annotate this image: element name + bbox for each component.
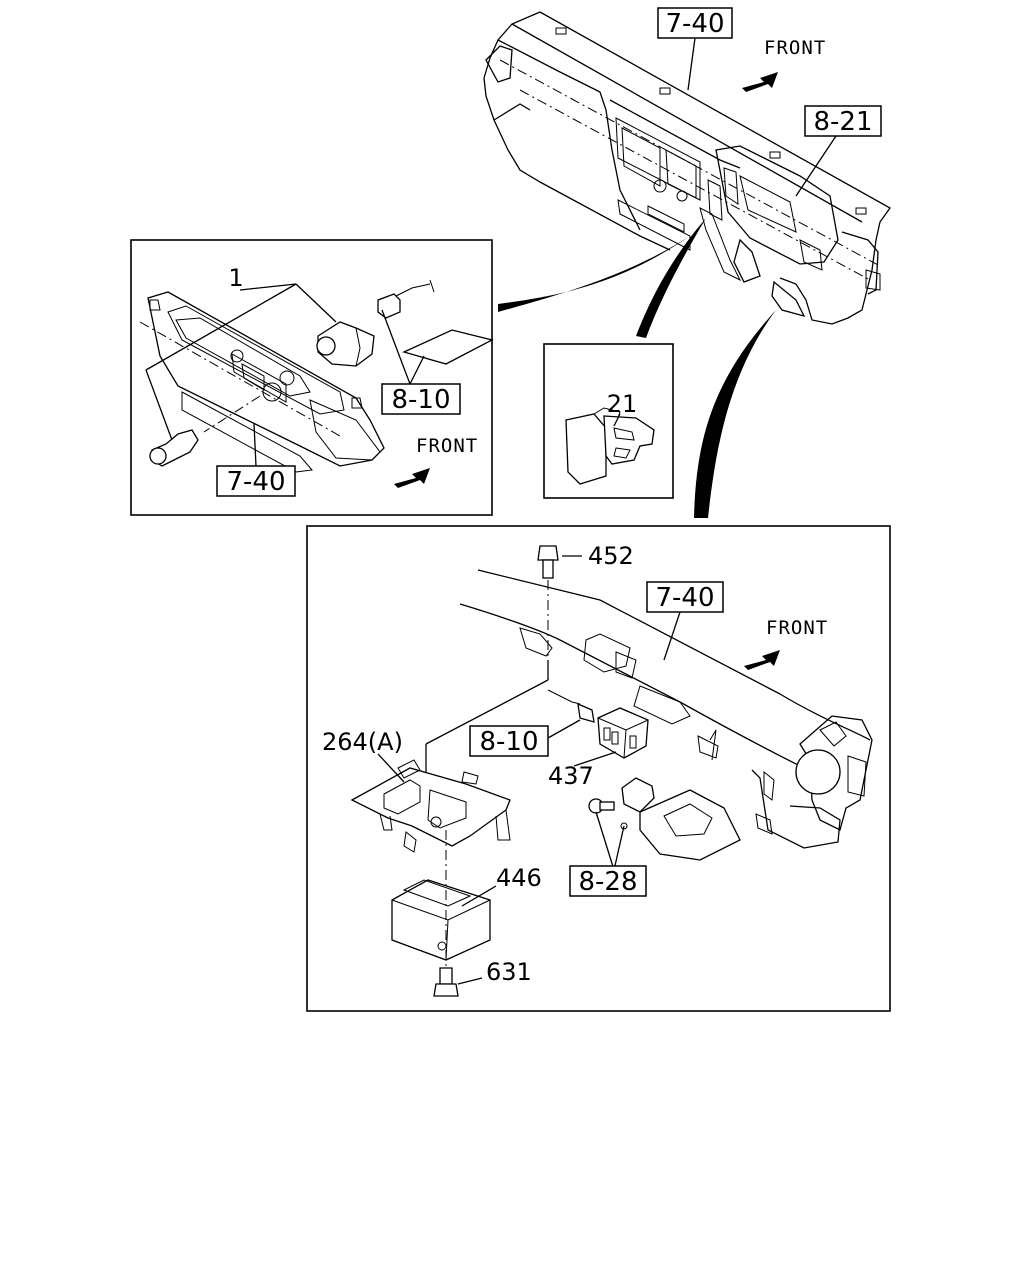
ref-8-10-switch-label: 8-10	[391, 385, 450, 415]
front-label-top: FRONT	[764, 37, 826, 59]
ref-8-21-label: 8-21	[813, 107, 872, 137]
part-264a-label: 264(A)	[322, 728, 403, 756]
ref-8-21-cluster: 8-21	[795, 105, 882, 197]
ref-8-10-bracket-panel: 8-10	[469, 719, 581, 757]
ref-7-40-switch-label: 7-40	[226, 467, 285, 497]
ref-7-40-bracket-label: 7-40	[655, 583, 714, 613]
part-21-label: 21	[607, 390, 638, 418]
switch-detail-view	[543, 343, 674, 499]
front-label-switch-panel: FRONT	[416, 435, 478, 457]
part-631-label: 631	[486, 958, 532, 986]
ref-8-10-bracket-label: 8-10	[479, 727, 538, 757]
leader-to-switch-panel	[498, 236, 690, 312]
bracket-panel-view	[306, 525, 891, 1012]
front-arrow-bracket-panel: FRONT	[744, 617, 828, 670]
front-arrow-top: FRONT	[742, 37, 826, 92]
ref-7-40-dashboard-label: 7-40	[665, 9, 724, 39]
switch-panel-view	[130, 239, 494, 516]
part-446-label: 446	[496, 864, 542, 892]
part-452: 452	[588, 542, 634, 570]
front-arrow-switch-panel: FRONT	[394, 435, 478, 488]
ref-8-10-switch-panel: 8-10	[381, 309, 461, 415]
part-437-label: 437	[548, 762, 594, 790]
ref-7-40-dashboard: 7-40	[657, 7, 733, 91]
leader-to-switch-detail	[636, 218, 706, 338]
part-1-label: 1	[228, 264, 243, 292]
front-label-bracket-panel: FRONT	[766, 617, 828, 639]
dashboard-assembly	[483, 11, 891, 325]
ref-7-40-bracket-panel: 7-40	[646, 581, 724, 661]
ref-8-28-bracket-panel: 8-28	[569, 865, 647, 897]
ref-8-28-label: 8-28	[578, 867, 637, 897]
ref-7-40-switch-panel: 7-40	[216, 423, 296, 497]
part-452-label: 452	[588, 542, 634, 570]
leader-to-bracket-panel	[694, 310, 776, 518]
